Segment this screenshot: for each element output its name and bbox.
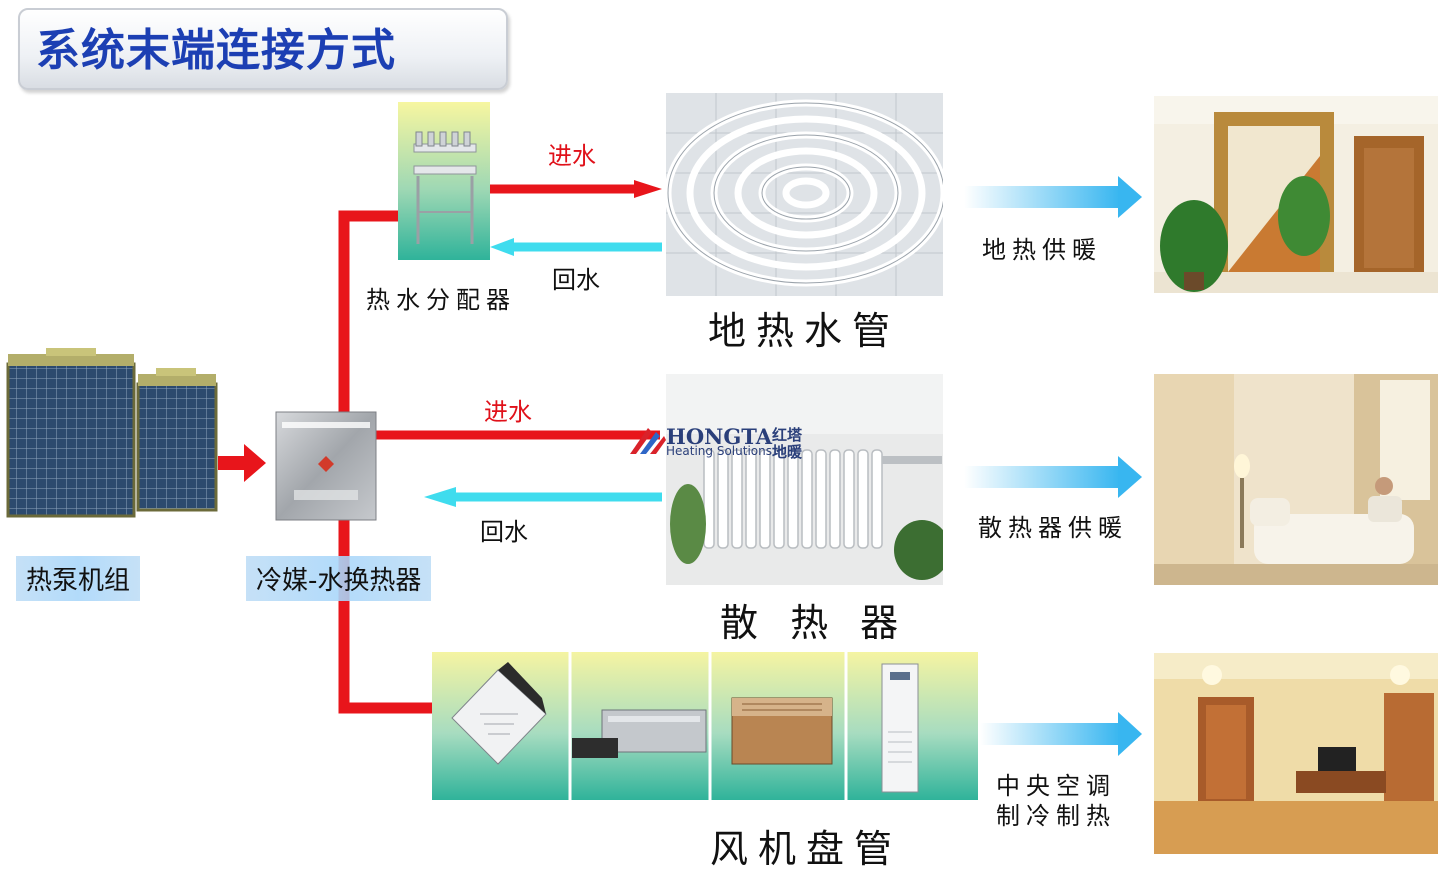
floor-supply-arrowhead <box>634 180 662 198</box>
radiator-heated-room-image <box>1154 374 1438 585</box>
exchanger-unit-image <box>275 411 377 521</box>
air-conditioned-room-image <box>1154 653 1438 854</box>
page-title: 系统末端连接方式 <box>36 25 396 76</box>
floor-heating-pipes-image <box>666 93 943 296</box>
fancoil-terminal-label: 风机盘管 <box>710 827 903 871</box>
floor-terminal-label: 地热水管 <box>708 309 901 353</box>
radiator-return-arrowhead <box>424 487 456 507</box>
radiator-terminal-label: 散 热 器 <box>720 601 909 645</box>
floor-return-arrowhead <box>490 238 514 256</box>
floor-supply-label: 进水 <box>548 142 596 170</box>
exchanger-label: 冷媒-水换热器 <box>246 556 432 601</box>
ducted-unit-icon <box>572 709 707 758</box>
watermark-cn2: 地暖 <box>772 443 803 461</box>
fancoil-result-line2: 制冷制热 <box>996 802 1116 830</box>
fancoil-result-arrow <box>980 712 1142 756</box>
console-unit-icon <box>731 697 833 765</box>
fancoil-result-line1: 中央空调 <box>996 772 1116 800</box>
floor-result-label: 地热供暖 <box>982 236 1102 264</box>
floor-standing-unit-icon <box>881 663 919 793</box>
floor-result-arrow <box>964 176 1142 218</box>
distributor-label: 热水分配器 <box>366 286 516 314</box>
radiator-supply-label: 进水 <box>484 398 532 426</box>
hongta-logo-icon <box>630 428 666 454</box>
title-banner <box>18 8 508 90</box>
floor-return-label: 回水 <box>552 266 600 294</box>
radiator-image <box>666 374 943 585</box>
radiator-return-label: 回水 <box>480 518 528 546</box>
heat-pump-unit-image <box>6 348 218 518</box>
distributor-image <box>398 102 490 260</box>
pump-to-exchanger-arrow <box>218 444 266 482</box>
radiator-result-arrow <box>964 456 1142 498</box>
heat-pump-label: 热泵机组 <box>16 556 141 601</box>
watermark-sub: Heating Solutions <box>666 444 772 458</box>
floor-heated-room-image <box>1154 96 1438 293</box>
fan-coil-units-image <box>432 652 978 800</box>
radiator-result-label: 散热器供暖 <box>978 514 1128 542</box>
watermark-brand: HONGTA <box>666 424 773 449</box>
watermark-cn1: 红塔 <box>772 426 803 444</box>
